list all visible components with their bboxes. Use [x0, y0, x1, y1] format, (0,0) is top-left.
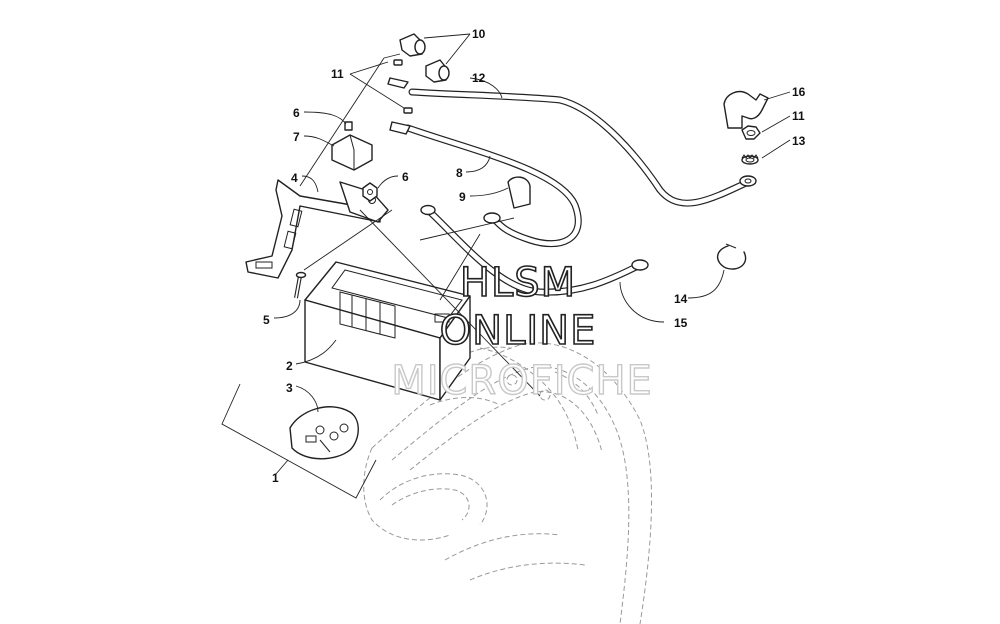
callout-1: 1 — [272, 471, 279, 485]
callout-6-lower: 6 — [402, 170, 409, 184]
callout-4: 4 — [291, 171, 298, 185]
terminal-boot-right — [723, 90, 769, 129]
callout-11-left: 11 — [331, 67, 344, 81]
callout-16: 16 — [792, 85, 806, 99]
vehicle-body-outline — [363, 342, 653, 624]
callout-11-right: 11 — [792, 109, 805, 123]
leader-lines — [299, 53, 541, 397]
watermark-line-1: HLSM — [460, 260, 576, 306]
callout-3: 3 — [286, 381, 293, 395]
terminal-caps — [399, 33, 450, 83]
callout-8: 8 — [456, 166, 463, 180]
callout-13: 13 — [792, 134, 806, 148]
ring-clamp — [716, 243, 747, 270]
cable-8 — [404, 124, 582, 248]
callout-10: 10 — [472, 27, 486, 41]
callout-6-upper: 6 — [293, 106, 300, 120]
hex-nut — [741, 125, 761, 140]
watermark-line-3: MICROFICHE — [391, 358, 653, 404]
callout-14: 14 — [674, 292, 688, 306]
callout-2: 2 — [286, 359, 293, 373]
terminal-boot — [507, 176, 531, 209]
callout-9: 9 — [459, 190, 466, 204]
cable-15 — [420, 204, 649, 296]
small-nuts — [387, 59, 413, 135]
callout-12: 12 — [472, 71, 486, 85]
lock-washer — [741, 154, 759, 165]
callout-labels: 1 2 3 4 5 6 6 7 8 9 10 11 11 12 13 14 15… — [263, 27, 806, 485]
callout-5: 5 — [263, 313, 270, 327]
callout-leaders — [273, 33, 791, 475]
callout-15: 15 — [674, 316, 688, 330]
nut — [362, 182, 378, 202]
cable-12 — [408, 88, 757, 207]
watermark: HLSM ONLINE MICROFICHE — [390, 259, 653, 405]
callout-7: 7 — [293, 130, 300, 144]
bolt — [294, 271, 307, 299]
battery-tray — [289, 406, 359, 460]
relay — [331, 121, 373, 171]
battery — [304, 261, 471, 401]
assembly-bracket-lines — [221, 383, 377, 499]
watermark-line-2: ONLINE — [440, 308, 597, 354]
